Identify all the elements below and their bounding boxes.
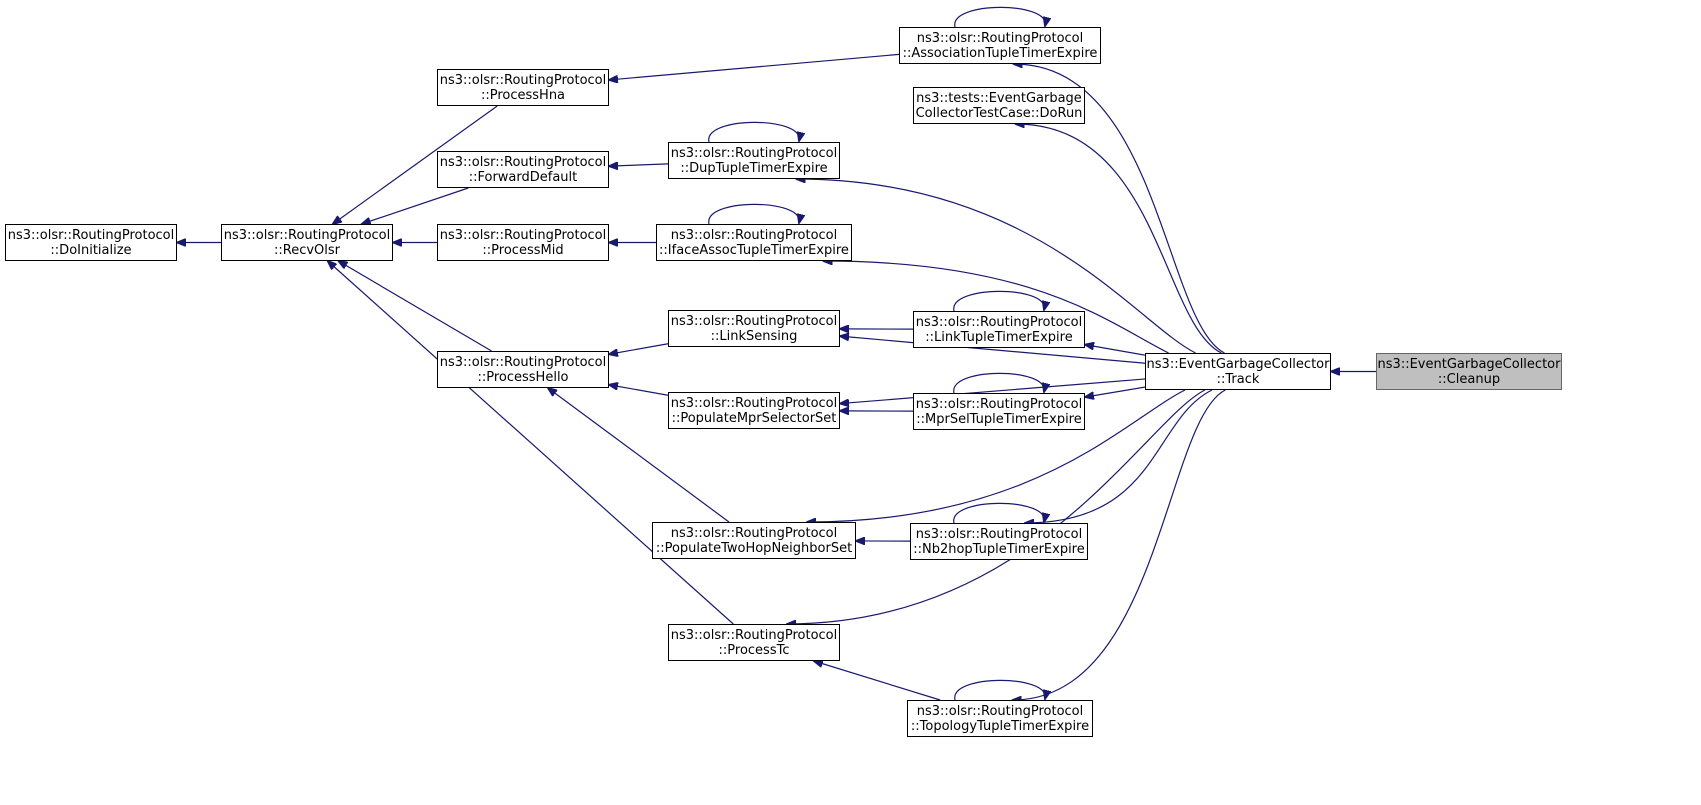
node-processhna[interactable]: ns3::olsr::RoutingProtocol ::ProcessHna [437, 69, 609, 106]
node-populatempr[interactable]: ns3::olsr::RoutingProtocol ::PopulateMpr… [668, 392, 840, 429]
edge-populatetwohop-to-processhello [548, 388, 730, 523]
node-duptuple-line1: ns3::olsr::RoutingProtocol [670, 145, 838, 161]
node-linksensing-line1: ns3::olsr::RoutingProtocol [670, 313, 838, 329]
node-cleanup-line2: ::Cleanup [1437, 371, 1501, 387]
edge-ifaceassoc-to-ifaceassoc [708, 203, 800, 224]
node-nb2hoptuple-line1: ns3::olsr::RoutingProtocol [915, 526, 1083, 542]
node-recvolsr-line1: ns3::olsr::RoutingProtocol [223, 227, 391, 243]
edge-track-to-dorun [1016, 124, 1222, 354]
edge-duptuple-to-forwarddefault [609, 164, 669, 166]
node-assoctuple-line2: ::AssociationTupleTimerExpire [902, 45, 1098, 61]
node-topologytuple-line1: ns3::olsr::RoutingProtocol [916, 703, 1084, 719]
edge-track-to-nb2hoptuple [1025, 389, 1213, 523]
node-forwarddefault[interactable]: ns3::olsr::RoutingProtocol ::ForwardDefa… [437, 151, 609, 188]
edge-forwarddefault-to-recvolsr [362, 187, 469, 224]
edge-topologytuple-to-topologytuple [954, 679, 1046, 700]
node-processtc[interactable]: ns3::olsr::RoutingProtocol ::ProcessTc [668, 624, 840, 661]
node-track-line2: ::Track [1216, 371, 1260, 387]
edge-track-to-ifaceassoc [823, 261, 1169, 354]
edge-track-to-linksensing [840, 336, 1146, 364]
node-populatetwohop-line1: ns3::olsr::RoutingProtocol [670, 525, 838, 541]
edge-mprseltuple-to-mprseltuple [953, 372, 1045, 393]
edge-linksensing-to-processhello [609, 343, 669, 354]
node-populatempr-line1: ns3::olsr::RoutingProtocol [670, 395, 838, 411]
node-populatetwohop-line2: ::PopulateTwoHopNeighborSet [655, 540, 853, 556]
node-populatempr-line2: ::PopulateMprSelectorSet [671, 410, 837, 426]
node-dorun-line1: ns3::tests::EventGarbage [916, 90, 1082, 106]
node-processtc-line2: ::ProcessTc [718, 642, 790, 658]
edge-assoctuple-to-processhna [609, 53, 900, 80]
node-processhello-line1: ns3::olsr::RoutingProtocol [439, 354, 607, 370]
node-duptuple[interactable]: ns3::olsr::RoutingProtocol ::DupTupleTim… [668, 142, 840, 179]
edge-track-to-linktuple [1085, 345, 1146, 356]
edge-track-to-mprseltuple [1085, 386, 1146, 397]
node-ifaceassoc-line2: ::IfaceAssocTupleTimerExpire [659, 242, 849, 258]
edge-track-to-processtc [787, 389, 1206, 624]
edge-track-to-duptuple [796, 179, 1196, 354]
edge-track-to-populatempr [840, 378, 1146, 404]
node-assoctuple[interactable]: ns3::olsr::RoutingProtocol ::Association… [899, 27, 1101, 64]
node-mprseltuple-line2: ::MprSelTupleTimerExpire [916, 411, 1082, 427]
node-dorun-line2: CollectorTestCase::DoRun [915, 105, 1083, 121]
edge-processhna-to-recvolsr [333, 105, 498, 224]
node-track[interactable]: ns3::EventGarbageCollector ::Track [1145, 353, 1331, 390]
node-linktuple[interactable]: ns3::olsr::RoutingProtocol ::LinkTupleTi… [913, 311, 1085, 348]
edge-linktuple-to-linktuple [953, 290, 1045, 311]
node-processtc-line1: ns3::olsr::RoutingProtocol [670, 627, 838, 643]
edge-track-to-assoctuple [1014, 64, 1225, 354]
node-processhello[interactable]: ns3::olsr::RoutingProtocol ::ProcessHell… [437, 351, 609, 388]
node-linktuple-line2: ::LinkTupleTimerExpire [925, 329, 1073, 345]
edge-assoctuple-to-assoctuple [954, 6, 1046, 27]
node-topologytuple-line2: ::TopologyTupleTimerExpire [910, 718, 1090, 734]
edge-topologytuple-to-processtc [814, 661, 941, 701]
node-cleanup[interactable]: ns3::EventGarbageCollector ::Cleanup [1376, 353, 1562, 390]
node-linksensing-line2: ::LinkSensing [710, 328, 798, 344]
edge-track-to-populatetwohop [807, 389, 1186, 522]
node-dorun[interactable]: ns3::tests::EventGarbage CollectorTestCa… [913, 87, 1085, 124]
node-mprseltuple-line1: ns3::olsr::RoutingProtocol [915, 396, 1083, 412]
node-linktuple-line1: ns3::olsr::RoutingProtocol [915, 314, 1083, 330]
node-processmid[interactable]: ns3::olsr::RoutingProtocol ::ProcessMid [437, 224, 609, 261]
node-forwarddefault-line2: ::ForwardDefault [468, 169, 578, 185]
node-recvolsr-line2: ::RecvOlsr [273, 242, 340, 258]
edge-nb2hoptuple-to-nb2hoptuple [953, 502, 1045, 523]
node-nb2hoptuple[interactable]: ns3::olsr::RoutingProtocol ::Nb2hopTuple… [910, 523, 1088, 560]
node-doinitialize[interactable]: ns3::olsr::RoutingProtocol ::DoInitializ… [5, 224, 177, 261]
node-track-line1: ns3::EventGarbageCollector [1146, 356, 1330, 372]
edge-processtc-to-recvolsr [328, 261, 734, 625]
node-processhello-line2: ::ProcessHello [477, 369, 569, 385]
node-topologytuple[interactable]: ns3::olsr::RoutingProtocol ::TopologyTup… [907, 700, 1093, 737]
node-assoctuple-line1: ns3::olsr::RoutingProtocol [916, 30, 1084, 46]
node-cleanup-line1: ns3::EventGarbageCollector [1377, 356, 1561, 372]
node-forwarddefault-line1: ns3::olsr::RoutingProtocol [439, 154, 607, 170]
edge-duptuple-to-duptuple [708, 121, 800, 142]
node-processhna-line2: ::ProcessHna [480, 87, 566, 103]
node-processhna-line1: ns3::olsr::RoutingProtocol [439, 72, 607, 88]
node-duptuple-line2: ::DupTupleTimerExpire [680, 160, 828, 176]
node-doinitialize-line2: ::DoInitialize [50, 242, 132, 258]
node-recvolsr[interactable]: ns3::olsr::RoutingProtocol ::RecvOlsr [221, 224, 393, 261]
node-doinitialize-line1: ns3::olsr::RoutingProtocol [7, 227, 175, 243]
edge-track-to-topologytuple [1013, 389, 1226, 700]
edge-processhello-to-recvolsr [338, 261, 492, 352]
node-ifaceassoc-line1: ns3::olsr::RoutingProtocol [670, 227, 838, 243]
node-linksensing[interactable]: ns3::olsr::RoutingProtocol ::LinkSensing [668, 310, 840, 347]
node-mprseltuple[interactable]: ns3::olsr::RoutingProtocol ::MprSelTuple… [913, 393, 1085, 430]
edge-populatempr-to-processhello [609, 385, 669, 396]
node-nb2hoptuple-line2: ::Nb2hopTupleTimerExpire [913, 541, 1085, 557]
node-processmid-line2: ::ProcessMid [482, 242, 564, 258]
node-processmid-line1: ns3::olsr::RoutingProtocol [439, 227, 607, 243]
node-ifaceassoc[interactable]: ns3::olsr::RoutingProtocol ::IfaceAssocT… [656, 224, 852, 261]
node-populatetwohop[interactable]: ns3::olsr::RoutingProtocol ::PopulateTwo… [652, 522, 856, 559]
